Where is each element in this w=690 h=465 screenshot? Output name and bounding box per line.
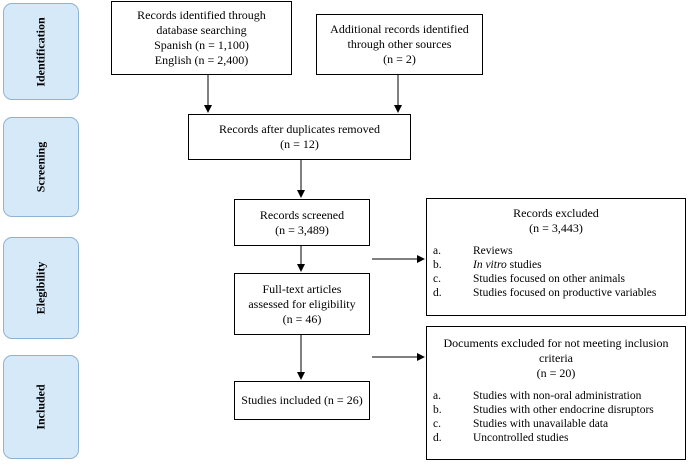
item-letter: d. <box>433 287 442 299</box>
phase-included: Included <box>3 355 79 459</box>
box-line: (n = 46) <box>282 311 322 326</box>
phase-label: Elegibility <box>33 261 48 315</box>
item-text: Reviews <box>473 245 513 257</box>
phase-screening: Screening <box>3 117 79 217</box>
item-letter: c. <box>433 418 441 430</box>
box-line: Additional records identified <box>330 22 469 36</box>
docs-excluded-title-1: Documents excluded for not meeting inclu… <box>443 336 669 350</box>
item-text: Studies focused on other animals <box>473 273 626 285</box>
phase-label: Screening <box>33 141 48 193</box>
box-duplicates-removed: Records after duplicates removed (n = 12… <box>188 114 411 160</box>
excluded-title: Records excluded <box>513 206 599 220</box>
box-line: Records after duplicates removed <box>219 122 380 136</box>
docs-excluded-list: a. Studies with non-oral administration b… <box>433 389 679 445</box>
item-letter: b. <box>433 404 442 416</box>
item-text-italic: In vitro <box>473 259 507 271</box>
list-item: c. Studies focused on other animals <box>433 272 679 286</box>
item-text: studies <box>506 259 542 271</box>
box-line: Records identified through <box>137 8 266 22</box>
item-text: Studies focused on productive variables <box>473 287 657 299</box>
docs-excluded-title-2: criteria <box>539 351 573 365</box>
item-text: Uncontrolled studies <box>473 432 569 444</box>
box-line: Records screened <box>259 207 345 222</box>
box-line: English (n = 2,400) <box>154 53 249 67</box>
item-letter: b. <box>433 259 442 271</box>
list-item: c. Studies with unavailable data <box>433 417 679 431</box>
item-letter: c. <box>433 273 441 285</box>
excluded-list: a. Reviews b. In vitro studies c. Studies f… <box>433 244 679 300</box>
list-item: b. Studies with other endocrine disruptor… <box>433 403 679 417</box>
box-line: assessed for eligibility <box>248 296 356 311</box>
phase-identification: Identification <box>3 3 79 100</box>
phase-eligibility: Elegibility <box>3 237 79 339</box>
list-item: b. In vitro studies <box>433 258 679 272</box>
item-letter: a. <box>433 390 441 402</box>
item-letter: a. <box>433 245 441 257</box>
box-line: Full-text articles <box>262 281 342 296</box>
box-fulltext-assessed: Full-text articles assessed for eligibil… <box>234 273 370 335</box>
box-line: Studies included (n = 26) <box>241 393 363 407</box>
box-line: (n = 2) <box>383 52 416 66</box>
phase-label: Identification <box>33 16 48 87</box>
box-line: (n = 12) <box>280 137 319 151</box>
box-records-screened: Records screened (n = 3,489) <box>234 199 370 246</box>
box-records-excluded: Records excluded (n = 3,443) a. Reviews b… <box>426 198 686 316</box>
list-item: d. Studies focused on productive variable… <box>433 286 679 300</box>
box-documents-excluded: Documents excluded for not meeting inclu… <box>426 326 686 460</box>
box-line: database searching <box>156 23 247 37</box>
docs-excluded-count: (n = 20) <box>536 366 576 380</box>
box-database-search: Records identified through database sear… <box>111 1 292 75</box>
box-line: (n = 3,489) <box>275 222 329 237</box>
phase-label: Included <box>33 384 48 430</box>
list-item: a. Reviews <box>433 244 679 258</box>
box-studies-included: Studies included (n = 26) <box>234 381 370 420</box>
box-line: Spanish (n = 1,100) <box>154 38 249 52</box>
box-line: through other sources <box>347 37 452 51</box>
item-letter: d. <box>433 432 442 444</box>
box-other-sources: Additional records identified through ot… <box>316 14 483 75</box>
excluded-count: (n = 3,443) <box>529 221 583 235</box>
list-item: d. Uncontrolled studies <box>433 431 679 445</box>
item-text: Studies with unavailable data <box>473 418 609 430</box>
item-text: Studies with non-oral administration <box>473 390 642 402</box>
list-item: a. Studies with non-oral administration <box>433 389 679 403</box>
item-text: Studies with other endocrine disruptors <box>473 404 654 416</box>
